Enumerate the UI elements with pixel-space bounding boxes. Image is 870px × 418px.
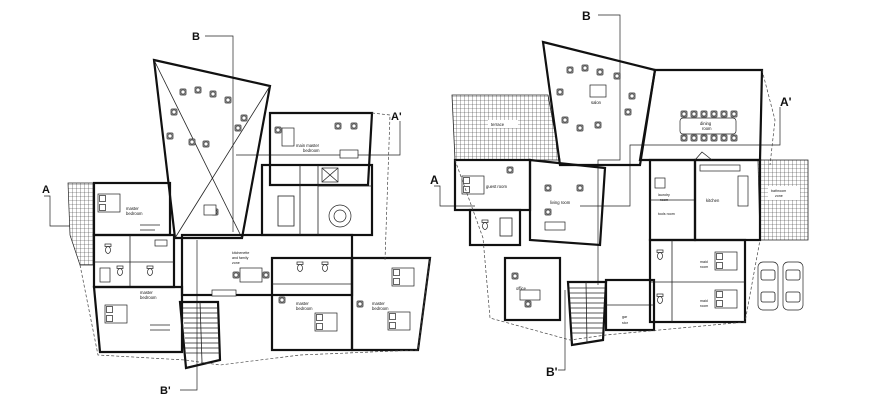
section-mark-b-left: B	[192, 31, 200, 43]
right-office-room: office	[503, 256, 562, 322]
section-line-a-right: A A'	[430, 95, 792, 207]
room-label-bathroom-zone-1: bathroom	[771, 189, 786, 193]
right-floor-plan: B B' A A' terrace salon	[430, 9, 809, 379]
section-mark-a-right: A	[430, 173, 439, 187]
right-garage-cars	[757, 261, 804, 311]
left-service-block	[260, 163, 374, 237]
room-label-kitchenette-2: and family	[232, 256, 249, 260]
left-salon-furniture	[166, 86, 248, 216]
room-label-laundry-2: room	[660, 198, 668, 202]
right-guest-bath	[468, 208, 522, 247]
room-label-kitchenette-1: kitchenette	[232, 251, 249, 255]
left-bath-block	[92, 233, 176, 289]
section-mark-b-right: B	[582, 9, 591, 23]
right-kitchen-room: kitchen	[693, 151, 762, 242]
section-line-b-left: B B'	[160, 31, 234, 397]
room-label-salon: salon	[591, 100, 602, 105]
room-label-kitchenette-3: zone	[232, 261, 240, 265]
room-label-master-bedroom-right-1: master	[372, 301, 385, 306]
right-entry-block: gar stor	[604, 278, 656, 332]
room-label-guest-room: guest room	[486, 184, 507, 189]
room-label-maid-room-2a: maid	[700, 299, 708, 303]
left-main-master-bedroom-room: main master bedroom	[268, 111, 374, 187]
right-salon-room: salon	[541, 40, 657, 167]
room-label-bathroom-zone-2: zone	[775, 194, 783, 198]
right-bathroom-zone: bathroom zone	[757, 159, 809, 241]
right-guest-room: guest room	[453, 158, 532, 212]
room-label-master-bedroom-upper-2: bedroom	[126, 211, 143, 216]
room-label-office: office	[516, 286, 527, 291]
room-label-dining-2: room	[702, 126, 712, 131]
section-line-a-left: A A'	[42, 111, 402, 227]
room-label-main-master-bedroom-1: main master	[296, 143, 320, 148]
right-living-room: living room	[528, 158, 607, 247]
room-label-maid-room-1a: maid	[700, 260, 708, 264]
room-label-gar: gar	[622, 315, 628, 319]
section-mark-a-prime-left: A'	[391, 111, 402, 123]
left-bedroom-upper-room: master bedroom	[92, 181, 172, 237]
left-floor-plan: B B' A A' master bed	[42, 31, 432, 397]
room-label-master-bedroom-mid-2: bedroom	[296, 306, 313, 311]
section-mark-b-prime-left: B'	[160, 385, 171, 397]
left-bedroom-lower-room: master bedroom	[92, 285, 184, 354]
room-label-terrace: terrace	[491, 122, 505, 127]
right-dining-room: dining room	[638, 68, 764, 162]
right-stair	[566, 280, 608, 347]
section-mark-a-left: A	[42, 184, 50, 196]
section-mark-a-prime-right: A'	[780, 95, 792, 109]
section-line-b-right: B B'	[546, 9, 621, 379]
room-label-maid-room-1b: room	[700, 265, 708, 269]
room-label-master-bedroom-lower-1: master	[140, 290, 153, 295]
room-label-master-bedroom-right-2: bedroom	[372, 306, 389, 311]
left-bedroom-right-room: master bedroom	[350, 256, 432, 352]
right-service-area: laundry room tools room	[648, 158, 697, 242]
room-label-main-master-bedroom-2: bedroom	[303, 148, 320, 153]
room-label-master-bedroom-mid-1: master	[296, 301, 309, 306]
room-label-kitchen: kitchen	[706, 198, 720, 203]
section-mark-b-prime-right: B'	[546, 365, 558, 379]
room-label-master-bedroom-lower-2: bedroom	[140, 295, 157, 300]
room-label-maid-room-2b: room	[700, 304, 708, 308]
room-label-stor: stor	[622, 321, 629, 325]
right-terrace: terrace	[451, 94, 561, 161]
right-maid-rooms: maid room maid room	[648, 238, 747, 324]
room-label-laundry-1: laundry	[658, 193, 670, 197]
left-terrace-hatch	[67, 182, 95, 266]
room-label-living-room: living room	[550, 200, 571, 205]
room-label-tools-room: tools room	[658, 212, 675, 216]
room-label-master-bedroom-upper-1: master	[126, 206, 139, 211]
room-label-dining-1: dining	[700, 121, 712, 126]
left-bedroom-mid-room: master bedroom	[270, 256, 354, 352]
left-stair	[178, 300, 222, 370]
